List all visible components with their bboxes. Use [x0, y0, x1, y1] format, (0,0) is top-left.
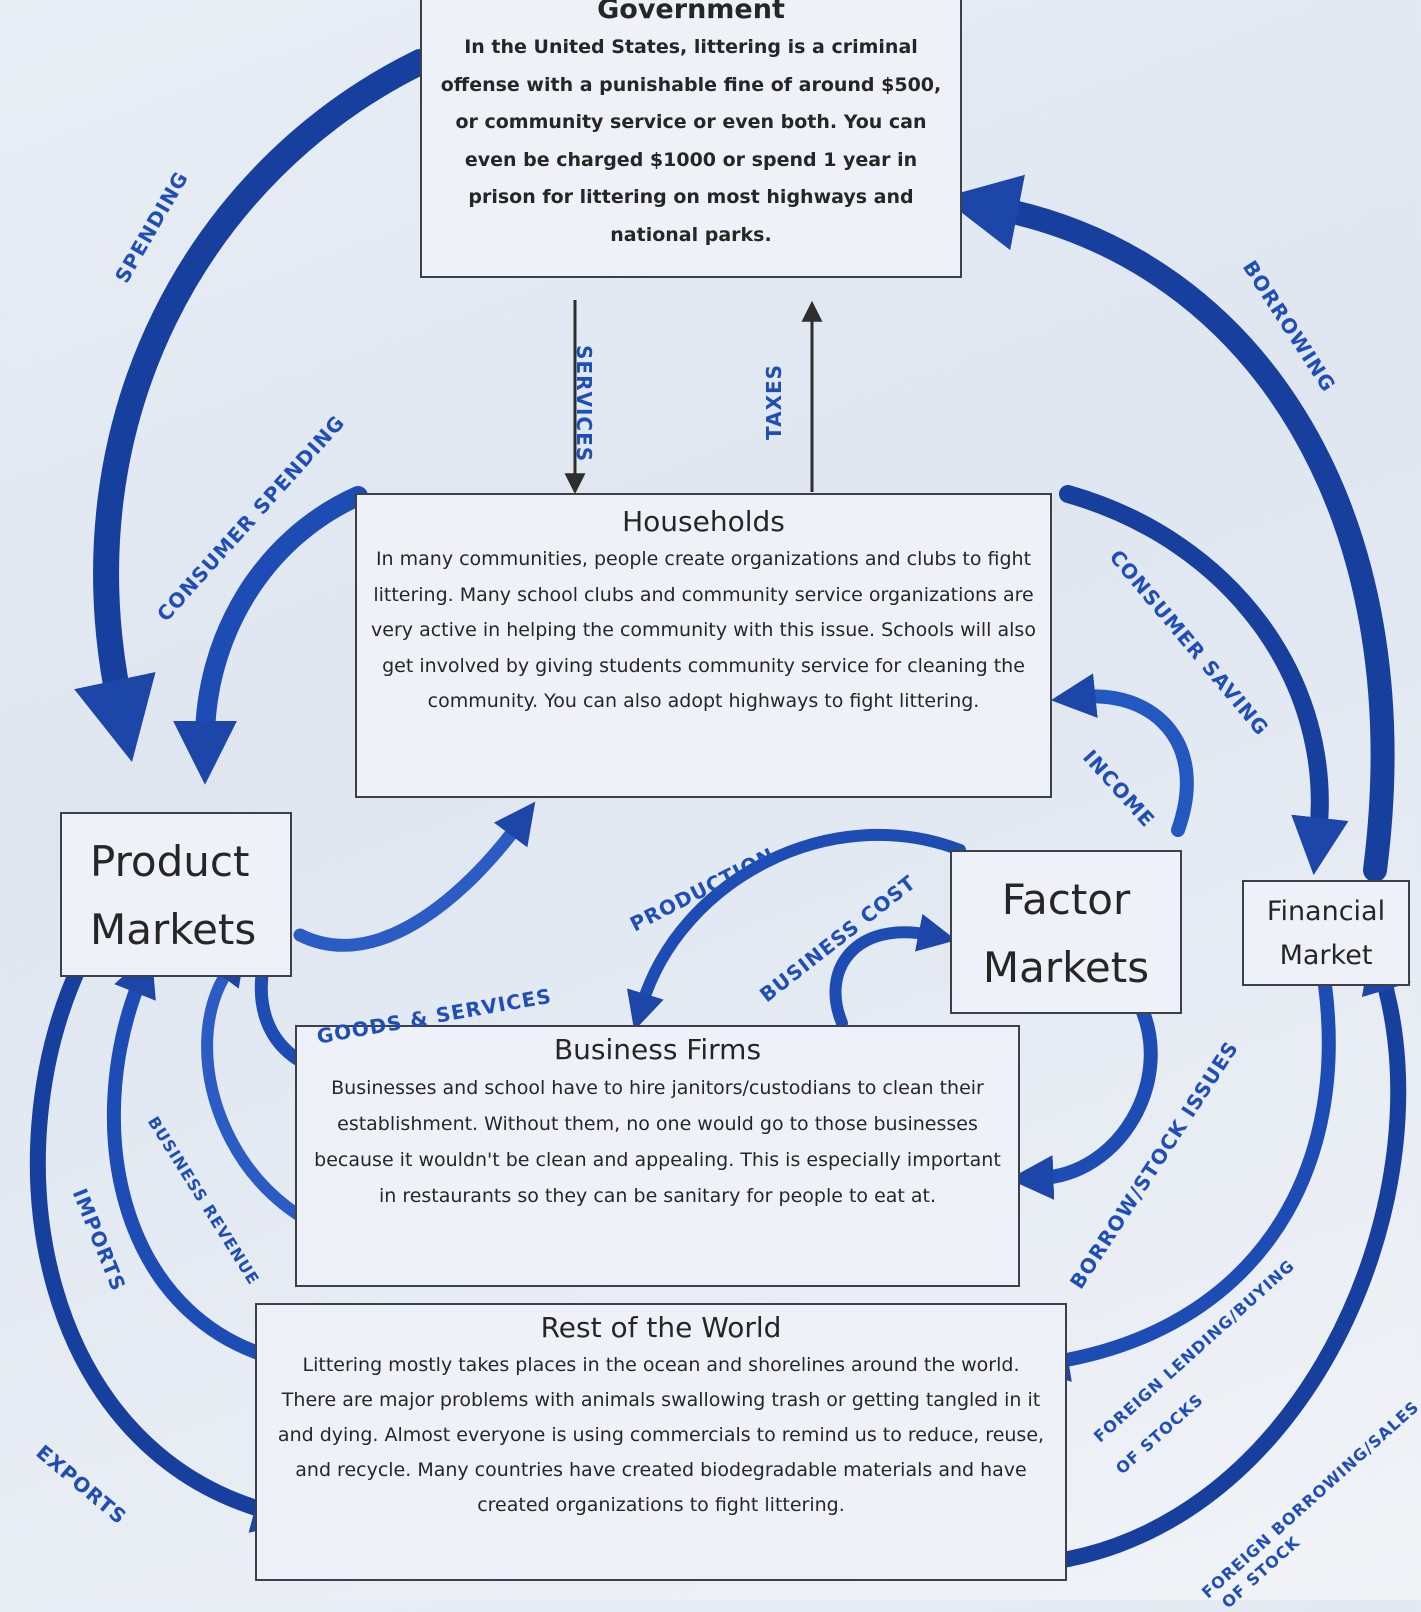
imports-arrow	[106, 950, 302, 1370]
production-arrow	[626, 828, 966, 1031]
government-box: Government In the United States, litteri…	[420, 0, 962, 278]
financial-market-title: Financial Market	[1266, 896, 1386, 971]
factor-markets-box: Factor Markets	[950, 850, 1182, 1014]
business-cost-arrow	[829, 913, 957, 1029]
households-text: In many communities, people create organ…	[371, 548, 1036, 712]
taxes-label: TAXES	[762, 363, 786, 440]
spending-arrow	[74, 49, 433, 762]
goods-services-arrow	[293, 801, 536, 952]
rest-of-world-title: Rest of the World	[540, 1311, 782, 1344]
foreign-borrowing-arrow	[1012, 940, 1411, 1573]
rest-of-world-box: Rest of the World Littering mostly takes…	[255, 1303, 1067, 1581]
services-label: SERVICES	[572, 345, 596, 463]
exports-arrow	[29, 957, 305, 1533]
income-arrow	[1050, 673, 1194, 837]
rest-of-world-text: Littering mostly takes places in the oce…	[277, 1354, 1045, 1516]
product-markets-title: Product Markets	[90, 837, 257, 954]
business-firms-box: Business Firms Businesses and school hav…	[295, 1025, 1020, 1287]
borrow-stock-arrow	[1024, 978, 1336, 1382]
product-markets-box: Product Markets	[60, 812, 292, 977]
government-title: Government	[597, 0, 785, 25]
government-text: In the United States, littering is a cri…	[440, 36, 942, 246]
households-title: Households	[622, 505, 785, 538]
business-firms-title: Business Firms	[553, 1033, 762, 1066]
borrowing-arrow	[942, 174, 1395, 882]
business-firms-text: Businesses and school have to hire janit…	[314, 1077, 1001, 1207]
consumer-saving-arrow	[1059, 485, 1349, 876]
financial-market-box: Financial Market	[1242, 880, 1410, 986]
consumer-spending-arrow	[173, 486, 368, 785]
factor-markets-title: Factor Markets	[982, 875, 1150, 992]
households-box: Households In many communities, people c…	[355, 493, 1052, 798]
factor-to-firms-arrow	[1008, 998, 1158, 1200]
